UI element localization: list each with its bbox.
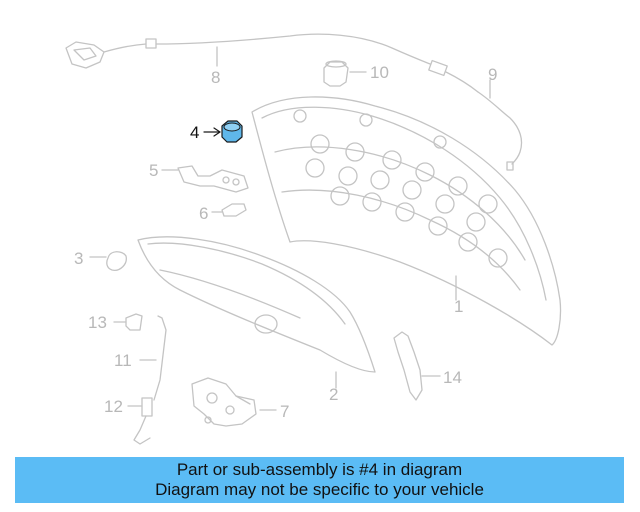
part-5-bracket[interactable] (161, 165, 249, 193)
part-13-clip[interactable] (113, 313, 143, 331)
callout-11: 11 (114, 351, 132, 370)
part-14-seal[interactable] (393, 331, 441, 401)
part-3-push-pin[interactable] (89, 251, 127, 271)
part-1-hood[interactable] (251, 96, 562, 346)
callout-2: 2 (329, 385, 338, 404)
part-7-latch[interactable] (191, 377, 277, 427)
part-2-insulator[interactable] (137, 236, 376, 389)
part-10-bumper[interactable] (323, 60, 367, 87)
banner-line-2: Diagram may not be specific to your vehi… (155, 480, 484, 499)
part-6-clip[interactable] (211, 203, 247, 217)
info-banner: Part or sub-assembly is #4 in diagram Di… (15, 457, 624, 503)
part-12-rod-holder[interactable] (127, 397, 153, 445)
callout-14: 14 (443, 368, 462, 387)
part-9-cable-end[interactable] (477, 79, 523, 171)
callout-1: 1 (454, 297, 463, 316)
part-11-prop-rod[interactable] (139, 315, 167, 401)
callout-3: 3 (74, 249, 83, 268)
callout-6: 6 (199, 204, 208, 223)
banner-line-1: Part or sub-assembly is #4 in diagram (176, 460, 463, 479)
callout-5: 5 (149, 161, 158, 180)
callout-9: 9 (488, 65, 497, 84)
info-banner-background (15, 457, 624, 503)
callout-7: 7 (280, 402, 289, 421)
callout-8: 8 (211, 68, 220, 87)
callout-10: 10 (370, 63, 389, 82)
callout-4: 4 (190, 123, 199, 142)
part-8-release-cable[interactable] (65, 33, 479, 93)
callout-13: 13 (88, 313, 107, 332)
part-4-plug-highlighted[interactable] (203, 120, 243, 143)
callout-12: 12 (104, 397, 123, 416)
